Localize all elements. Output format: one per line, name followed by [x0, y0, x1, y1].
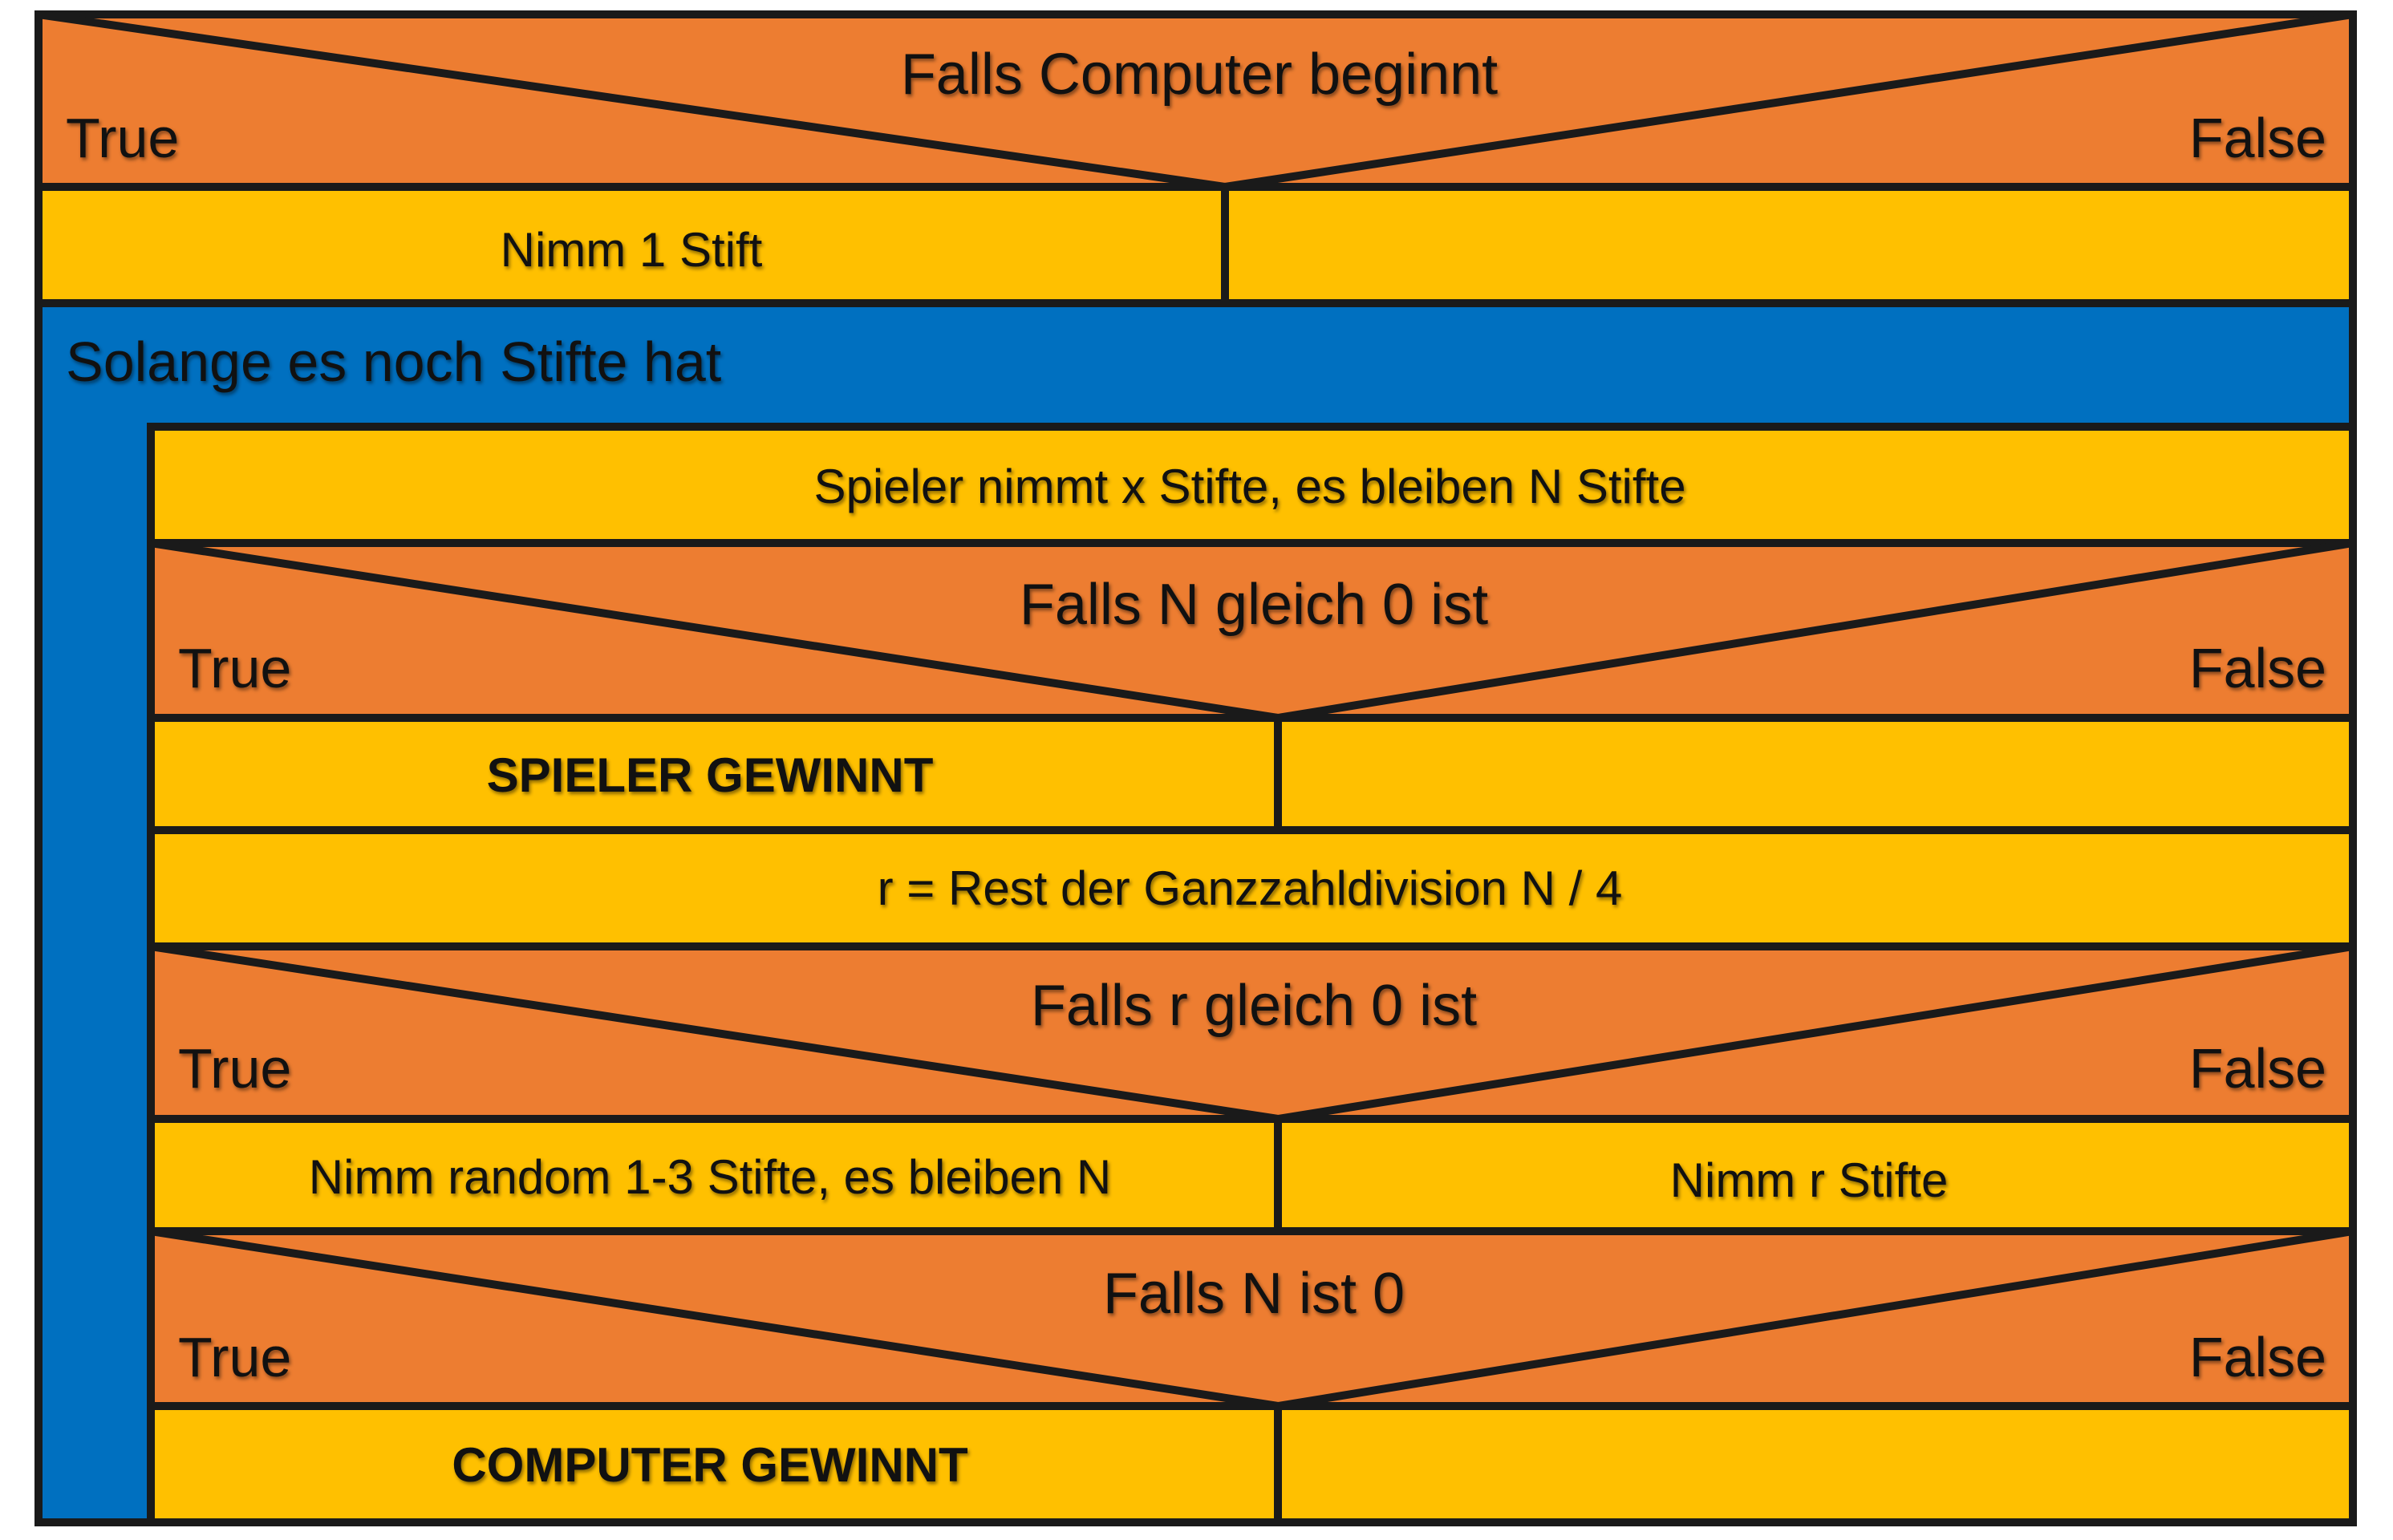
decision3-false-cell — [1274, 1115, 2357, 1235]
decision2-false-cell — [1274, 714, 2357, 834]
decision1-true-label: True — [66, 107, 179, 169]
decision1-false-label: False — [2189, 107, 2326, 169]
decision1-true-action: Nimm 1 Stift — [501, 223, 763, 277]
player-move-box — [147, 423, 2357, 547]
decision4-true-cell — [147, 1402, 1282, 1526]
decision2-box — [147, 539, 2357, 722]
decision3-condition: Falls r gleich 0 ist — [1031, 974, 1477, 1038]
decision3-true-action: Nimm random 1-3 Stifte, es bleiben N — [309, 1150, 1111, 1204]
decision4-false-label: False — [2189, 1326, 2326, 1388]
decision4-true-label: True — [178, 1326, 291, 1388]
decision1-true-cell — [34, 183, 1229, 307]
decision2-true-label: True — [178, 637, 291, 699]
decision2-false-label: False — [2189, 637, 2326, 699]
decision4-condition: Falls N ist 0 — [1103, 1262, 1405, 1326]
decision3-box — [147, 942, 2357, 1123]
decision4-true-action: COMPUTER GEWINNT — [452, 1438, 967, 1492]
decision2-condition: Falls N gleich 0 ist — [1020, 573, 1488, 637]
decision3-false-label: False — [2189, 1037, 2326, 1100]
remainder-text: r = Rest der Ganzzahldivision N / 4 — [878, 861, 1623, 915]
decision2-true-action: SPIELER GEWINNT — [487, 748, 934, 802]
player-move-text: Spieler nimmt x Stifte, es bleiben N Sti… — [813, 460, 1685, 513]
decision3-true-cell — [147, 1115, 1282, 1235]
decision4-box — [147, 1227, 2357, 1410]
decision1-false-cell — [1221, 183, 2357, 307]
decision3-false-action: Nimm r Stifte — [1670, 1153, 1949, 1207]
decision3-true-label: True — [178, 1037, 291, 1100]
decision1-box — [34, 10, 2357, 191]
decision4-false-cell — [1274, 1402, 2357, 1526]
decision1-condition: Falls Computer beginnt — [901, 43, 1498, 107]
loop-label: Solange es noch Stifte hat — [66, 330, 721, 393]
